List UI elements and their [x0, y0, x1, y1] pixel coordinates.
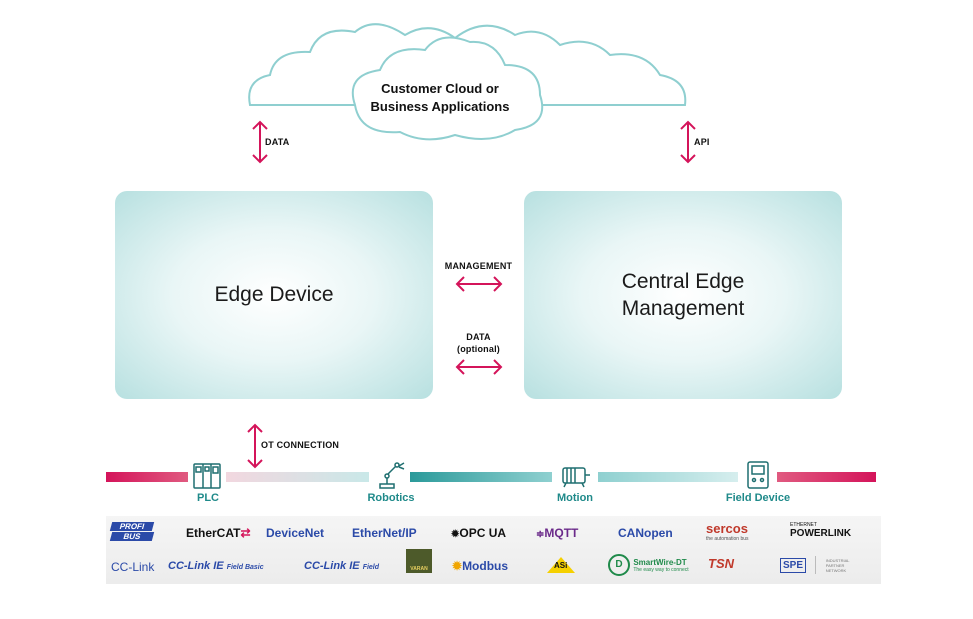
management-horizontal-arrow [455, 276, 503, 292]
asi-logo-text: ASi [554, 561, 568, 570]
cclink-ie-field-tag: Field [362, 564, 380, 571]
spe-sub-line3: NETWORK [825, 567, 847, 573]
plc-label: PLC [197, 492, 219, 504]
central-edge-management-box: Central Edge Management [524, 191, 842, 399]
mqtt-logo-text: MQTT [544, 526, 579, 540]
spe-logo: SPE INDUSTRIAL PARTNER NETWORK [780, 556, 849, 574]
motion-icon [562, 467, 590, 488]
profibus-logo-line2: BUS [109, 532, 155, 541]
powerlink-logo-line1: ETHERNET [790, 522, 817, 528]
opcua-logo: ✹OPC UA [451, 526, 507, 540]
cclink-ie-basic-text: CC-Link IE [168, 560, 224, 572]
management-label: MANAGEMENT [444, 261, 513, 271]
asi-logo: ASi [546, 556, 576, 577]
devicenet-logo: DeviceNet [266, 526, 325, 540]
field-device-label: Field Device [725, 492, 791, 504]
varan-logo: VARAN [406, 549, 432, 573]
ethercat-logo-text: EtherCAT [186, 526, 241, 540]
cloud-label: Customer Cloud or Business Applications [350, 80, 530, 116]
cclink-ie-field-logo: CC-Link IE Field [304, 560, 379, 572]
bus-bar-left [106, 472, 188, 482]
edge-device-box: Edge Device [115, 191, 433, 399]
data-optional-line2: (optional) [457, 344, 500, 354]
cloud-label-line1: Customer Cloud or [381, 81, 499, 96]
powerlink-logo: ETHERNET POWERLINK [790, 522, 851, 539]
robotics-label: Robotics [367, 492, 415, 504]
data-optional-horizontal-arrow [455, 359, 503, 375]
protocol-logo-strip: PROFI BUS EtherCAT⇄ DeviceNet EtherNet/I… [106, 516, 881, 584]
spe-sub-line2: PARTNER [825, 562, 845, 568]
mqtt-logo: ≑MQTT [536, 526, 579, 540]
bus-bar-motion-field [598, 472, 738, 482]
canopen-logo: CANopen [618, 526, 673, 540]
spe-logo-text: SPE [780, 557, 807, 573]
cclink-ie-basic-tag: Field Basic [226, 564, 264, 571]
smartwire-logo-text: SmartWire-DT [633, 557, 687, 567]
ot-connection-arrow [247, 423, 263, 469]
spe-sub-line1: INDUSTRIAL [825, 557, 850, 563]
modbus-logo-text: Modbus [462, 559, 509, 573]
field-device-icon [747, 461, 769, 489]
edge-device-label: Edge Device [214, 283, 334, 306]
tsn-logo: TSN [708, 556, 734, 571]
sercos-logo: sercos the automation bus [706, 521, 749, 542]
modbus-logo: ✹Modbus [452, 559, 509, 573]
cloud-shape [248, 23, 687, 141]
smartwire-logo-subtitle: The easy way to connect [633, 566, 689, 573]
data-optional-label: DATA (optional) [433, 331, 524, 355]
ethercat-logo: EtherCAT⇄ [186, 526, 251, 540]
asi-triangle-icon [547, 557, 575, 573]
data-label: DATA [265, 137, 290, 147]
cclink-ie-field-basic-logo: CC-Link IE Field Basic [168, 560, 264, 572]
cloud-label-line2: Business Applications [370, 99, 510, 114]
opcua-logo-text: OPC UA [459, 526, 507, 540]
central-label-line1: Central Edge [621, 270, 745, 293]
sercos-logo-text: sercos [706, 521, 748, 536]
plc-icon [193, 463, 221, 489]
sercos-logo-subtitle: the automation bus [706, 536, 749, 542]
powerlink-logo-line2: POWERLINK [790, 528, 852, 539]
bus-bar-right [777, 472, 876, 482]
bus-bar-plc-robotics [226, 472, 369, 482]
smartwire-logo: D SmartWire-DT The easy way to connect [608, 554, 689, 576]
central-label-line2: Management [621, 297, 745, 320]
bus-bar-robotics-motion [410, 472, 552, 482]
ethernetip-logo: EtherNet/IP [352, 526, 417, 540]
api-vertical-arrow [680, 120, 696, 164]
profibus-logo: PROFI BUS [109, 522, 155, 541]
data-vertical-arrow [252, 120, 268, 164]
data-optional-line1: DATA [466, 332, 491, 342]
ot-connection-label: OT CONNECTION [261, 440, 340, 450]
cclink-ie-field-text: CC-Link IE [304, 560, 360, 572]
cclink-logo: CC-Link [111, 560, 155, 574]
robotics-icon [379, 462, 405, 489]
profibus-logo-line1: PROFI [109, 522, 155, 531]
motion-label: Motion [556, 492, 594, 504]
api-label: API [694, 137, 710, 147]
